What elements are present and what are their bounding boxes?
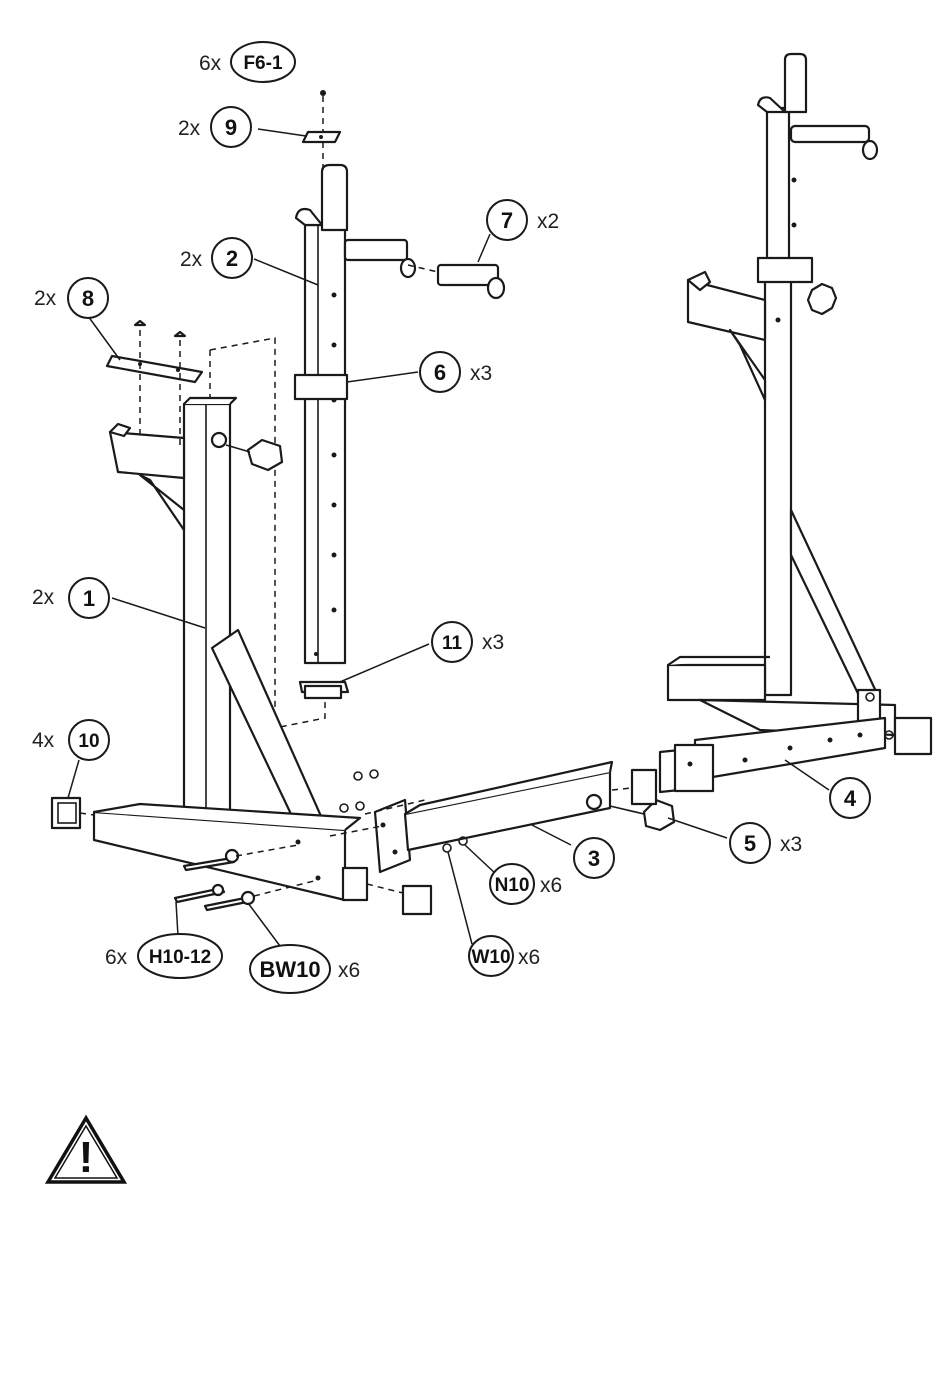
svg-text:BW10: BW10: [259, 957, 320, 982]
callout-part-4: 4: [830, 778, 870, 818]
svg-text:11: 11: [442, 633, 463, 654]
svg-text:8: 8: [82, 286, 94, 311]
svg-text:N10: N10: [495, 875, 530, 896]
svg-text:x6: x6: [338, 959, 360, 982]
callout-N10: N10 x6: [490, 864, 562, 904]
svg-text:2x: 2x: [178, 117, 201, 140]
svg-text:2x: 2x: [32, 586, 55, 609]
callout-part-11: 11 x3: [432, 622, 504, 662]
callout-part-3: 3: [574, 838, 614, 878]
svg-text:6x: 6x: [105, 946, 128, 969]
svg-text:2: 2: [226, 246, 238, 271]
svg-text:x3: x3: [482, 631, 504, 654]
endcap-front: [403, 886, 431, 914]
svg-text:x3: x3: [470, 362, 492, 385]
svg-text:6x: 6x: [199, 52, 222, 75]
svg-text:7: 7: [501, 208, 513, 233]
warning-triangle-icon: !: [48, 1118, 124, 1182]
svg-text:W10: W10: [471, 947, 510, 968]
svg-text:9: 9: [225, 115, 237, 140]
callout-part-8: 2x 8: [34, 278, 108, 318]
part-7-sleeve: [408, 265, 504, 298]
svg-text:x2: x2: [537, 210, 559, 233]
callout-BW10: BW10 x6: [250, 945, 360, 993]
callout-part-7: 7 x2: [487, 200, 559, 240]
part-9-plate: [303, 90, 340, 170]
svg-text:4x: 4x: [32, 729, 55, 752]
svg-text:2x: 2x: [34, 287, 57, 310]
callout-W10: W10 x6: [469, 936, 540, 976]
svg-text:10: 10: [78, 731, 99, 752]
svg-text:1: 1: [83, 586, 95, 611]
svg-text:H10-12: H10-12: [149, 947, 211, 968]
callout-part-2: 2x 2: [180, 238, 252, 278]
svg-text:3: 3: [588, 846, 600, 871]
callout-part-5: 5 x3: [730, 823, 802, 863]
callout-part-1: 2x 1: [32, 578, 109, 618]
svg-text:!: !: [79, 1133, 94, 1182]
svg-text:2x: 2x: [180, 248, 203, 271]
callout-H10-12: 6x H10-12: [105, 934, 222, 978]
svg-text:6: 6: [434, 360, 446, 385]
svg-text:4: 4: [844, 786, 857, 811]
callout-part-9: 2x 9: [178, 107, 251, 147]
part-10-endcap: [52, 798, 94, 828]
svg-text:5: 5: [744, 831, 756, 856]
part-3-cross-member: [330, 762, 612, 872]
callout-F6-1: 6x F6-1: [199, 42, 295, 82]
callout-part-10: 4x 10: [32, 720, 109, 760]
assembled-right-stand: [668, 54, 931, 754]
svg-text:x6: x6: [540, 874, 562, 897]
svg-text:F6-1: F6-1: [243, 53, 283, 74]
callout-part-6: 6 x3: [420, 352, 492, 392]
svg-text:x3: x3: [780, 833, 802, 856]
svg-text:x6: x6: [518, 946, 540, 969]
part-2-upright: [295, 165, 415, 698]
